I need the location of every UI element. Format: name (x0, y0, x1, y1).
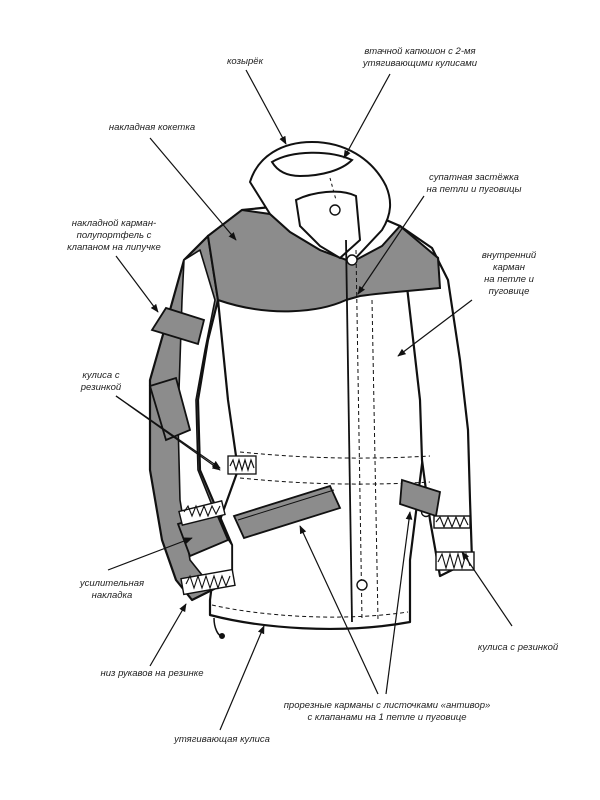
label-visor: козырёк (226, 56, 264, 67)
hood (248, 140, 392, 264)
placket-edge (345, 239, 353, 623)
hood-seam (329, 177, 337, 201)
hood-collar (294, 190, 362, 260)
waist-drawstring (227, 451, 431, 485)
label-patch-pocket: накладной карман- полупортфель с клапано… (67, 218, 161, 253)
label-welt-pockets: прорезные карманы с листочками «антивор»… (283, 700, 491, 723)
callout-arrows (107, 69, 513, 731)
left-cuff-upper-zigzag (183, 504, 221, 518)
label-hidden-placket: супатная застёжка на петли и пуговицы (426, 172, 522, 195)
label-hem-drawstring: утягивающая кулиса (174, 734, 270, 745)
waist-elastic-box (227, 455, 257, 475)
left-cuff-upper (178, 500, 226, 526)
label-hood: втачной капюшон с 2-мя утягивающими кули… (362, 46, 478, 69)
welt-pockets (232, 478, 442, 540)
waist-stitch-lower (239, 477, 431, 485)
label-reinforcement: усилительная накладка (79, 578, 145, 601)
button-low (356, 579, 368, 591)
welt-pocket-left-line (237, 489, 335, 521)
hem-stitch (211, 604, 409, 618)
waist-elastic-zigzag (229, 457, 255, 473)
waist-stitch-upper (239, 451, 431, 459)
sleeve-pocket-body (148, 376, 192, 442)
yoke-panel (206, 208, 442, 313)
sleeve-patch-pocket (148, 306, 206, 442)
arrow-hem (219, 625, 265, 731)
arrow-reinforcement (107, 537, 193, 571)
label-waist-drawstring: кулиса с резинкой (80, 370, 122, 393)
arrow-placket (357, 195, 425, 295)
arrow-hood (343, 73, 391, 159)
arrow-waist-2 (115, 395, 221, 471)
left-cuff-lower-zigzag (185, 574, 231, 590)
hood-visor (270, 151, 354, 178)
center-front-stitch (371, 299, 379, 621)
arrow-inner-pocket (397, 299, 473, 357)
arrow-welt-2 (385, 511, 413, 695)
label-yoke: накладная кокетка (108, 122, 196, 133)
arrow-sleeve-hem (149, 603, 187, 667)
welt-pocket-left-flap (232, 484, 342, 540)
hem-drawstring (211, 604, 409, 639)
placket (345, 239, 379, 623)
right-cuff-upper-zigzag (435, 515, 469, 529)
arrow-visor (245, 69, 287, 145)
arrow-welt-1 (299, 525, 379, 695)
button-chest (346, 254, 358, 266)
label-sleeve-hem: низ рукавов на резинке (100, 668, 204, 679)
arrow-cuff-right (461, 551, 513, 627)
arrow-yoke (149, 137, 237, 241)
arrow-patch-pocket (115, 255, 159, 313)
placket-stitch (355, 249, 363, 621)
hem-cord-stopper (219, 633, 225, 639)
label-inner-pocket: внутренний карман на петле и пуговице (481, 250, 537, 297)
button-collar (329, 204, 341, 216)
sleeve-pocket-flap (150, 306, 206, 346)
label-cuff-elastic: кулиса с резинкой (477, 642, 559, 653)
